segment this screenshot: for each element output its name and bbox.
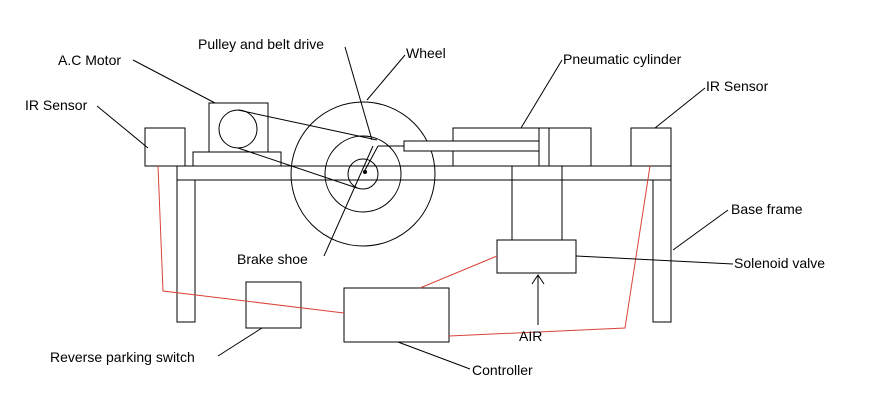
leader-lines xyxy=(96,46,734,370)
wire-controller-to-ir-right xyxy=(448,165,651,337)
wire-ir-left-to-controller xyxy=(157,165,345,314)
wiring xyxy=(157,165,651,337)
brake-arm xyxy=(363,145,379,173)
brake-shoe xyxy=(363,145,404,173)
frame-right-leg xyxy=(652,179,672,323)
leader-reverse-switch xyxy=(217,327,263,357)
label-ir-sensor-left: IR Sensor xyxy=(25,97,88,113)
ir-sensor-right xyxy=(630,127,672,167)
controller-box xyxy=(343,287,450,343)
wire-controller-to-solenoid xyxy=(419,255,498,289)
air-pipe xyxy=(511,166,563,240)
labels: A.C Motor Pulley and belt drive Wheel Pn… xyxy=(25,36,825,378)
leader-solenoid xyxy=(575,255,734,265)
cylinder-rod xyxy=(403,140,540,152)
reverse-parking-switch-box xyxy=(245,281,302,329)
solenoid-valve xyxy=(496,239,577,274)
ir-sensor-left xyxy=(144,127,186,167)
label-pneumatic-cylinder: Pneumatic cylinder xyxy=(563,51,682,67)
label-controller: Controller xyxy=(472,362,533,378)
label-ac-motor: A.C Motor xyxy=(58,52,121,68)
belt-drive xyxy=(237,109,378,189)
label-wheel: Wheel xyxy=(406,45,446,61)
leader-ir-left xyxy=(96,105,149,149)
label-solenoid-valve: Solenoid valve xyxy=(734,255,825,271)
belt-lower xyxy=(237,147,358,189)
air-arrow-head xyxy=(531,274,545,285)
wheel-hub xyxy=(347,158,379,190)
frame-left-leg xyxy=(176,179,196,323)
wheel-inner-ring xyxy=(324,135,402,213)
wheel-outer-rim xyxy=(290,101,436,247)
label-pulley-belt-drive: Pulley and belt drive xyxy=(198,36,324,52)
frame-top-beam xyxy=(176,165,672,181)
leader-ac-motor xyxy=(132,59,216,104)
leader-brake-shoe xyxy=(323,145,374,257)
air-inlet-arrow xyxy=(531,274,545,325)
leader-controller xyxy=(397,341,471,370)
leader-pneumatic xyxy=(520,59,563,129)
pneumatic-cylinder xyxy=(403,127,592,167)
ac-motor xyxy=(192,102,282,167)
belt-upper xyxy=(237,109,378,141)
leader-pulley xyxy=(344,46,373,141)
label-ir-sensor-right: IR Sensor xyxy=(706,78,769,94)
cylinder-piston-plate xyxy=(538,127,550,167)
label-brake-shoe: Brake shoe xyxy=(237,251,308,267)
label-reverse-parking-switch: Reverse parking switch xyxy=(50,349,195,365)
label-base-frame: Base frame xyxy=(731,201,803,217)
label-air: AIR xyxy=(519,328,542,344)
motor-mount xyxy=(192,151,282,167)
leader-wheel xyxy=(366,54,406,101)
leader-base-frame xyxy=(672,209,729,251)
leader-ir-right xyxy=(654,87,706,129)
